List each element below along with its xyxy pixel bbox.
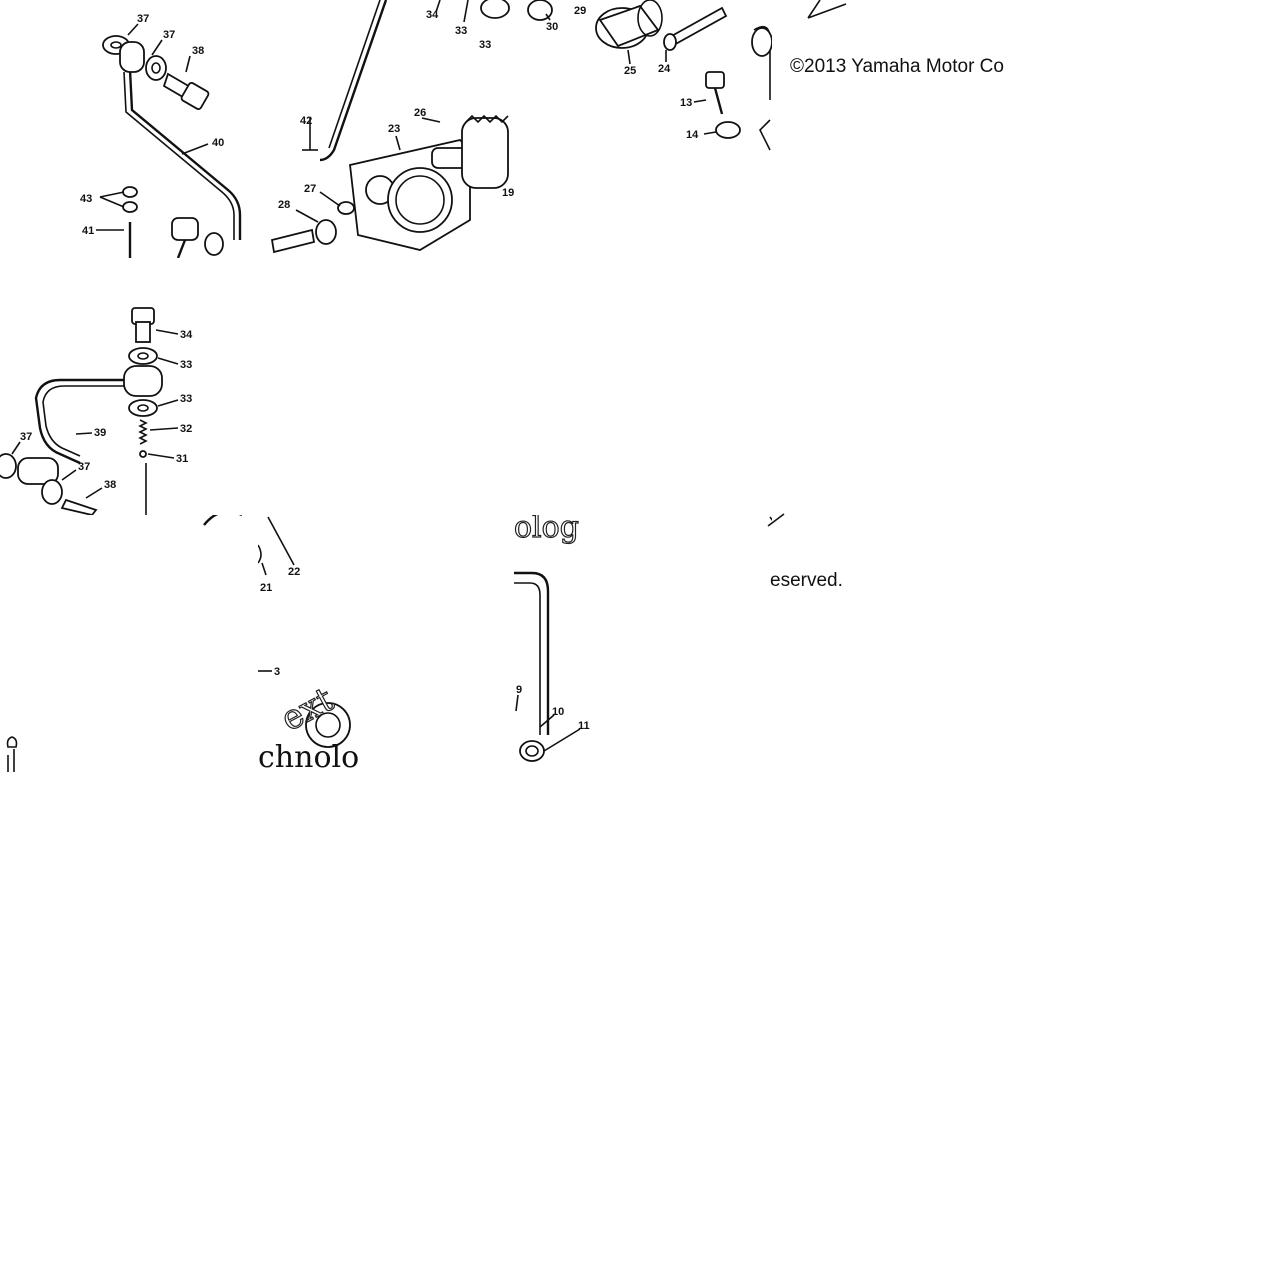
label-21: 21 bbox=[260, 582, 272, 594]
bolt-38 bbox=[60, 498, 98, 515]
label-23: 23 bbox=[388, 123, 400, 135]
pipe-42 bbox=[319, 0, 388, 162]
label-28: 28 bbox=[278, 199, 290, 211]
label-42: 42 bbox=[300, 115, 312, 127]
label-32: 32 bbox=[180, 423, 192, 435]
seal-10 bbox=[519, 740, 545, 762]
label-33c: 33 bbox=[180, 359, 192, 371]
label-37c: 37 bbox=[20, 431, 32, 443]
washer-37 bbox=[0, 453, 17, 479]
leader-lines bbox=[11, 329, 179, 499]
label-33b: 33 bbox=[479, 39, 491, 51]
label-31: 31 bbox=[176, 453, 188, 465]
fragment-front-mark bbox=[807, 0, 847, 19]
washer-28 bbox=[315, 219, 337, 245]
washer-37 bbox=[145, 55, 167, 81]
label-13: 13 bbox=[680, 97, 692, 109]
label-30: 30 bbox=[546, 21, 558, 33]
label-40: 40 bbox=[212, 137, 224, 149]
label-37d: 37 bbox=[78, 461, 90, 473]
label-29: 29 bbox=[574, 5, 586, 17]
diagram-tile-oil-pump: 37 37 38 40 43 41 42 34 33 33 30 29 25 2… bbox=[0, 0, 772, 258]
washer-33 bbox=[128, 399, 158, 417]
oil-pipe-9 bbox=[514, 571, 550, 735]
label-3: 3 bbox=[274, 666, 280, 678]
banjo-union bbox=[123, 365, 163, 397]
label-25: 25 bbox=[624, 65, 636, 77]
label-22: 22 bbox=[288, 566, 300, 578]
label-39: 39 bbox=[94, 427, 106, 439]
label-27: 27 bbox=[304, 183, 316, 195]
ball-31 bbox=[139, 450, 147, 458]
watermark-word: chnolo bbox=[258, 740, 359, 772]
diagram-tile-bottom-left bbox=[0, 515, 258, 772]
oil-pipe-40 bbox=[128, 69, 242, 240]
label-41: 41 bbox=[82, 225, 94, 237]
label-37a: 37 bbox=[137, 13, 149, 25]
fragment-arrow bbox=[767, 513, 785, 527]
rights-text: eserved. bbox=[770, 570, 843, 591]
bolt-13 bbox=[705, 71, 725, 89]
label-38b: 38 bbox=[104, 479, 116, 491]
banjo-fitting bbox=[119, 41, 145, 73]
label-43: 43 bbox=[80, 193, 92, 205]
nut-43 bbox=[122, 186, 138, 198]
label-24: 24 bbox=[658, 63, 671, 75]
label-34a: 34 bbox=[426, 9, 439, 21]
spring-32 bbox=[138, 419, 148, 445]
label-9: 9 bbox=[516, 684, 522, 696]
diagram-tile-feed-pipe: 34 33 33 32 31 39 37 37 38 bbox=[0, 258, 258, 515]
label-14: 14 bbox=[686, 129, 699, 141]
label-38a: 38 bbox=[192, 45, 204, 57]
copyright-text: ©2013 Yamaha Motor Co bbox=[790, 56, 1004, 77]
label-34b: 34 bbox=[180, 329, 193, 341]
label-33a: 33 bbox=[455, 25, 467, 37]
label-10: 10 bbox=[552, 706, 564, 718]
gear-26 bbox=[431, 114, 509, 189]
label-26: 26 bbox=[414, 107, 426, 119]
label-37b: 37 bbox=[163, 29, 175, 41]
leader-lines bbox=[96, 13, 717, 231]
washer-37 bbox=[41, 479, 63, 505]
diagram-tile-bottom-middle: 22 21 3 ext chnolo bbox=[258, 515, 514, 772]
diagram-tile-return-pipe: olog 9 10 11 bbox=[514, 515, 772, 772]
washer-14 bbox=[715, 121, 741, 139]
oil-pipe-39 bbox=[34, 378, 124, 465]
watermark-word: olog bbox=[514, 515, 579, 545]
label-19: 19 bbox=[502, 187, 514, 199]
label-33d: 33 bbox=[180, 393, 192, 405]
washer-33 bbox=[128, 347, 158, 365]
label-11: 11 bbox=[578, 720, 590, 732]
